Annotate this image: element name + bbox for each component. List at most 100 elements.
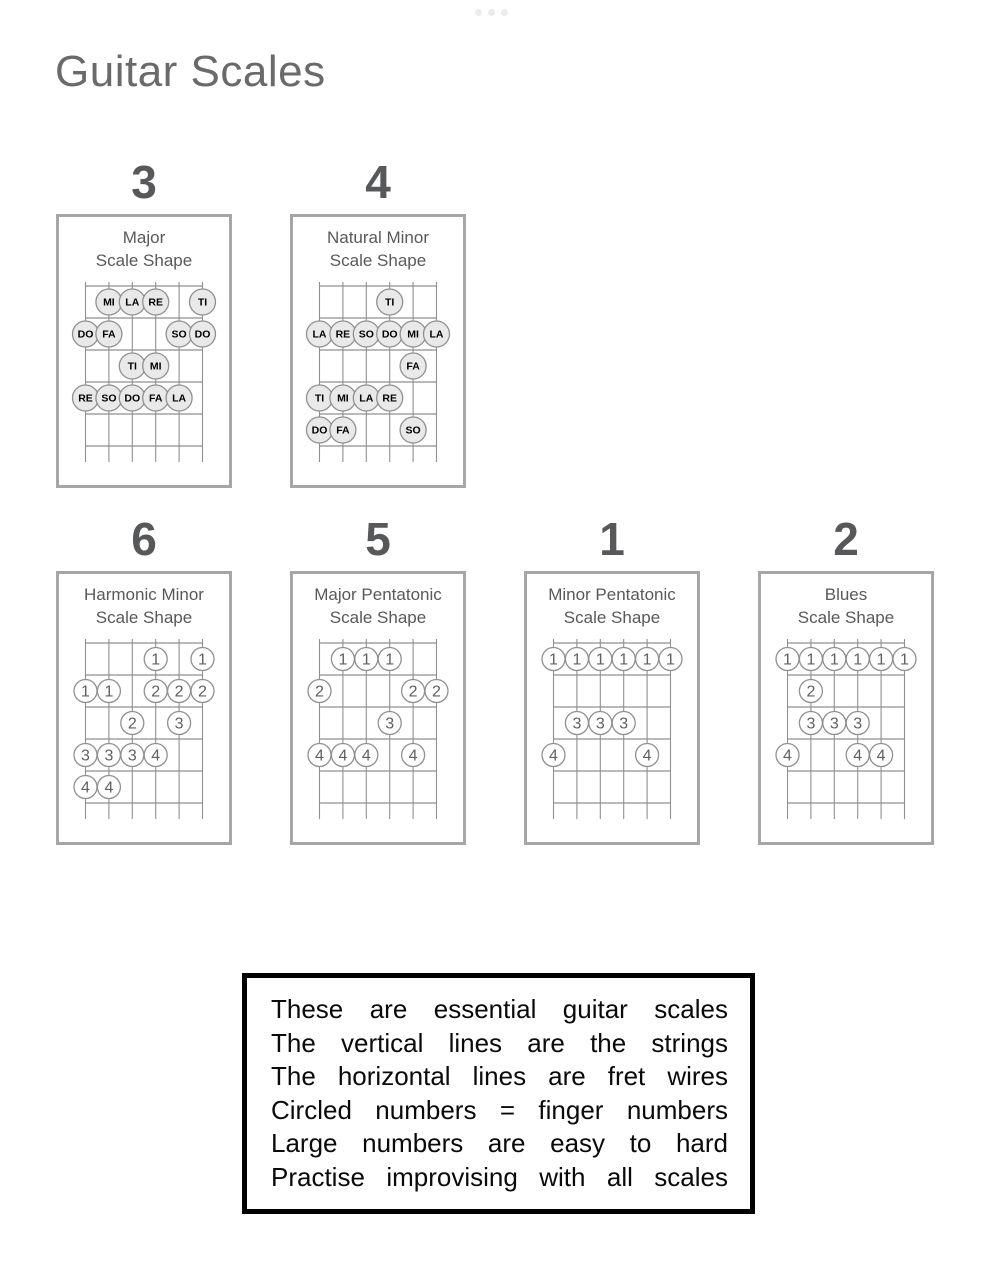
note-label: DO (195, 329, 211, 341)
note-label: 2 (315, 683, 324, 700)
note-circle (120, 710, 145, 736)
scale-title-line2: Scale Shape (95, 608, 193, 627)
note-label: 1 (572, 651, 581, 668)
note-label: 1 (806, 651, 815, 668)
scale-title-line2: Scale Shape (95, 251, 193, 270)
note-label: LA (359, 393, 373, 405)
note-circle (376, 288, 404, 316)
legend-line: The horizontal lines are fret wires (271, 1061, 728, 1091)
note-circle (422, 320, 451, 348)
note-label: 2 (175, 683, 184, 700)
note-label: 1 (666, 651, 675, 668)
note-circle (399, 416, 427, 444)
note-label: 3 (385, 715, 394, 732)
scale-title-line1: Minor Pentatonic (548, 585, 676, 604)
note-label: SO (172, 329, 187, 341)
note-circle (142, 352, 170, 380)
note-circle (190, 646, 215, 672)
page-title: Guitar Scales (55, 47, 326, 96)
note-label: DO (382, 329, 398, 341)
note-label: TI (128, 361, 137, 373)
note-label: DO (312, 425, 328, 437)
note-label: 3 (81, 747, 90, 764)
note-label: FA (102, 329, 116, 341)
note-label: 1 (338, 651, 347, 668)
dot-icon (488, 9, 495, 16)
note-circle (142, 288, 170, 316)
note-circle (376, 384, 404, 412)
note-circle (329, 416, 357, 444)
note-label: 3 (175, 715, 184, 732)
note-circle (845, 710, 870, 736)
note-circle (165, 384, 193, 412)
note-label: LA (430, 329, 444, 341)
note-label: 4 (783, 747, 792, 764)
note-label: 1 (783, 651, 792, 668)
note-label: 1 (830, 651, 839, 668)
scale-title-line1: Blues (824, 585, 868, 604)
note-circle (377, 646, 402, 672)
legend-line: Practise improvising with all scales (271, 1161, 728, 1192)
note-label: 4 (315, 747, 324, 764)
note-label: FA (406, 361, 420, 373)
note-circle (95, 320, 123, 348)
scale-rank: 6 (131, 513, 157, 565)
note-label: DO (124, 393, 140, 405)
note-label: 4 (362, 747, 371, 764)
note-circle (634, 742, 660, 768)
note-label: 3 (806, 715, 815, 732)
note-circle (143, 646, 168, 672)
note-label: 1 (853, 651, 862, 668)
scale-rank: 4 (365, 156, 391, 208)
note-label: 2 (432, 683, 441, 700)
note-label: MI (407, 329, 419, 341)
note-label: 4 (877, 747, 886, 764)
note-label: 1 (104, 683, 113, 700)
note-label: DO (78, 329, 94, 341)
legend-line: Circled numbers = finger numbers (271, 1094, 728, 1125)
scale-title-line2: Scale Shape (329, 608, 427, 627)
note-label: SO (101, 393, 116, 405)
note-circle (892, 646, 917, 672)
scale-rank: 1 (599, 513, 625, 565)
note-circle (868, 742, 894, 768)
note-label: 4 (104, 779, 113, 796)
note-label: 4 (338, 747, 347, 764)
note-circle (424, 678, 449, 704)
note-label: RE (148, 297, 163, 309)
note-circle (377, 710, 402, 736)
note-circle (188, 288, 217, 316)
note-circle (354, 742, 379, 768)
note-label: 1 (81, 683, 90, 700)
scale-rank: 5 (365, 513, 391, 565)
note-circle (190, 678, 215, 704)
note-label: 3 (128, 747, 137, 764)
note-label: TI (385, 297, 394, 309)
note-label: 3 (596, 715, 605, 732)
note-circle (798, 678, 824, 704)
note-label: 1 (900, 651, 909, 668)
note-label: TI (315, 393, 324, 405)
note-label: 3 (104, 747, 113, 764)
note-circle (143, 742, 168, 768)
note-label: 1 (151, 651, 160, 668)
note-label: 1 (643, 651, 652, 668)
note-circle (96, 774, 122, 800)
note-circle (399, 352, 427, 380)
note-circle (188, 320, 217, 348)
scale-title-line1: Major (122, 228, 166, 247)
note-label: SO (406, 425, 421, 437)
